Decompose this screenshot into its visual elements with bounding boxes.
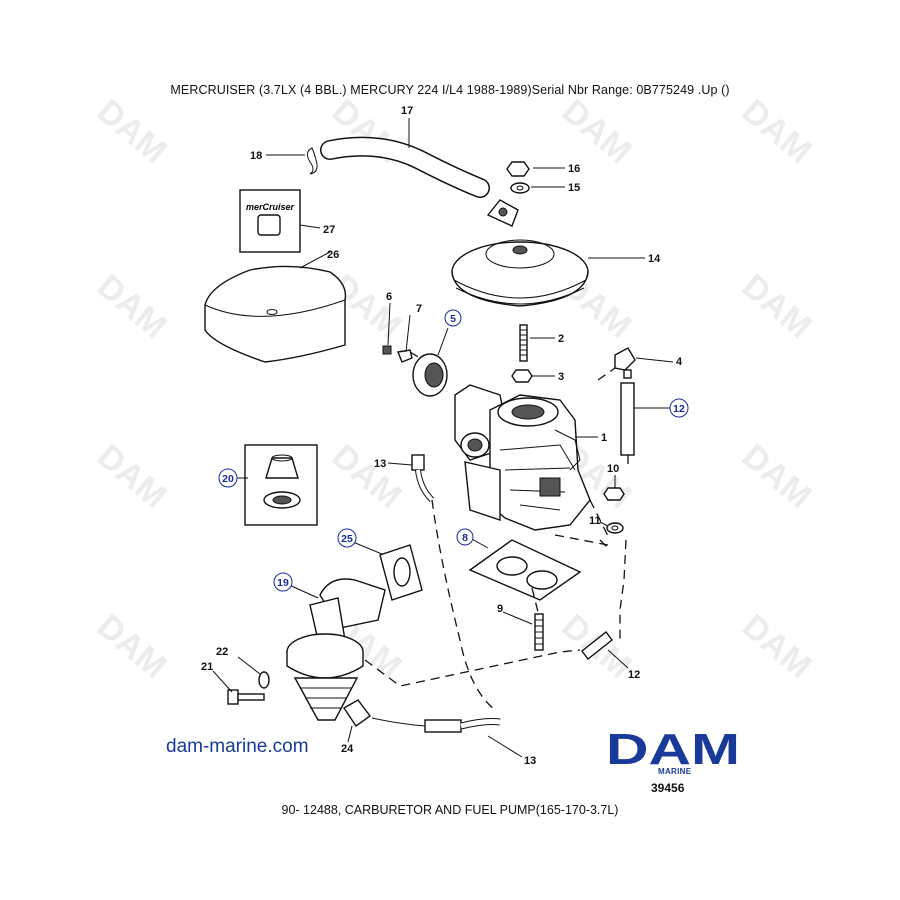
watermark-text: DAM <box>90 437 174 516</box>
part-13-fuel-line-lower <box>371 717 501 733</box>
figure-number: 39456 <box>651 781 685 795</box>
callout-21: 21 <box>201 661 213 673</box>
logo-text: DAM <box>606 728 740 768</box>
part-13-fuel-line <box>411 454 435 503</box>
part-7-clip <box>397 349 413 363</box>
part-1-carburetor <box>454 384 591 531</box>
part-8-gasket <box>468 539 582 601</box>
watermark-text: DAM <box>735 607 819 686</box>
part-21-bolt <box>227 689 265 705</box>
watermark-text: DAM <box>325 437 409 516</box>
callout-12-circled: 12 <box>673 403 685 415</box>
circled-callouts: 5 8 12 19 20 25 <box>218 309 689 592</box>
part-18-clamp <box>306 147 318 175</box>
callout-16: 16 <box>568 163 580 175</box>
callout-13: 13 <box>524 755 536 767</box>
callout-17: 17 <box>401 105 413 117</box>
callout-2: 2 <box>558 333 564 345</box>
watermark-text: DAM <box>90 607 174 686</box>
part-17-hose <box>320 136 490 198</box>
callout-11: 11 <box>589 515 601 527</box>
callout-26: 26 <box>327 249 339 261</box>
part-6-screw <box>382 345 392 355</box>
callout-7: 7 <box>416 303 422 315</box>
callout-10: 10 <box>607 463 619 475</box>
decal-text: merCruiser <box>246 202 295 212</box>
callout-5: 5 <box>450 313 456 325</box>
watermark-text: DAM <box>90 267 174 346</box>
diagram-caption: 90- 12488, CARBURETOR AND FUEL PUMP(165-… <box>281 803 619 817</box>
leader-lines <box>212 118 674 758</box>
part-16-nut <box>506 161 530 177</box>
part-5-choke-thermostat <box>412 353 448 397</box>
brand-subtitle: MARINE <box>658 767 692 776</box>
part-27-decal: merCruiser <box>239 189 301 253</box>
callout-13: 13 <box>374 458 386 470</box>
watermark-text: DAM <box>735 267 819 346</box>
callout-labels: 1 2 3 4 6 7 9 10 11 12 13 13 14 15 16 17… <box>201 105 683 767</box>
callout-1: 1 <box>601 432 607 444</box>
callout-6: 6 <box>386 291 392 303</box>
page-title: MERCRUISER (3.7LX (4 BBL.) MERCURY 224 I… <box>170 83 730 97</box>
callout-20: 20 <box>222 473 234 485</box>
callout-19: 19 <box>277 577 289 589</box>
part-11-washer <box>606 522 624 534</box>
site-link[interactable]: dam-marine.com <box>166 736 309 757</box>
callout-4: 4 <box>676 356 683 368</box>
part-24-fitting <box>343 699 371 727</box>
callout-18: 18 <box>250 150 262 162</box>
part-4-fitting <box>614 347 636 379</box>
callout-3: 3 <box>558 371 564 383</box>
part-12-fuel-hose <box>620 382 635 456</box>
part-9-stud <box>534 613 544 651</box>
watermark-text: DAM <box>735 437 819 516</box>
callout-15: 15 <box>568 182 580 194</box>
part-15-washer <box>510 182 530 194</box>
part-12-fuel-hose-lower <box>581 631 613 660</box>
part-3-nut <box>511 369 533 383</box>
part-19-fuel-pump <box>286 578 386 721</box>
callout-24: 24 <box>341 743 354 755</box>
callout-22: 22 <box>216 646 228 658</box>
part-25-pump-gasket <box>379 544 423 601</box>
assembly-lines <box>364 351 629 711</box>
callout-14: 14 <box>648 253 661 265</box>
callout-8: 8 <box>462 532 468 544</box>
watermark-text: DAM <box>555 92 639 171</box>
callout-9: 9 <box>497 603 503 615</box>
part-10-nut <box>603 487 625 501</box>
dam-logo: DAM <box>606 728 740 768</box>
callout-27: 27 <box>323 224 335 236</box>
part-14-air-cleaner-cover <box>451 199 589 307</box>
part-2-stud <box>519 324 528 362</box>
part-20-repair-kit <box>244 444 318 526</box>
watermark-text: DAM <box>735 92 819 171</box>
part-22-washer <box>258 671 270 689</box>
part-26-air-filter-foam <box>204 265 347 363</box>
watermark-text: DAM <box>90 92 174 171</box>
callout-25: 25 <box>341 533 353 545</box>
callout-12: 12 <box>628 669 640 681</box>
